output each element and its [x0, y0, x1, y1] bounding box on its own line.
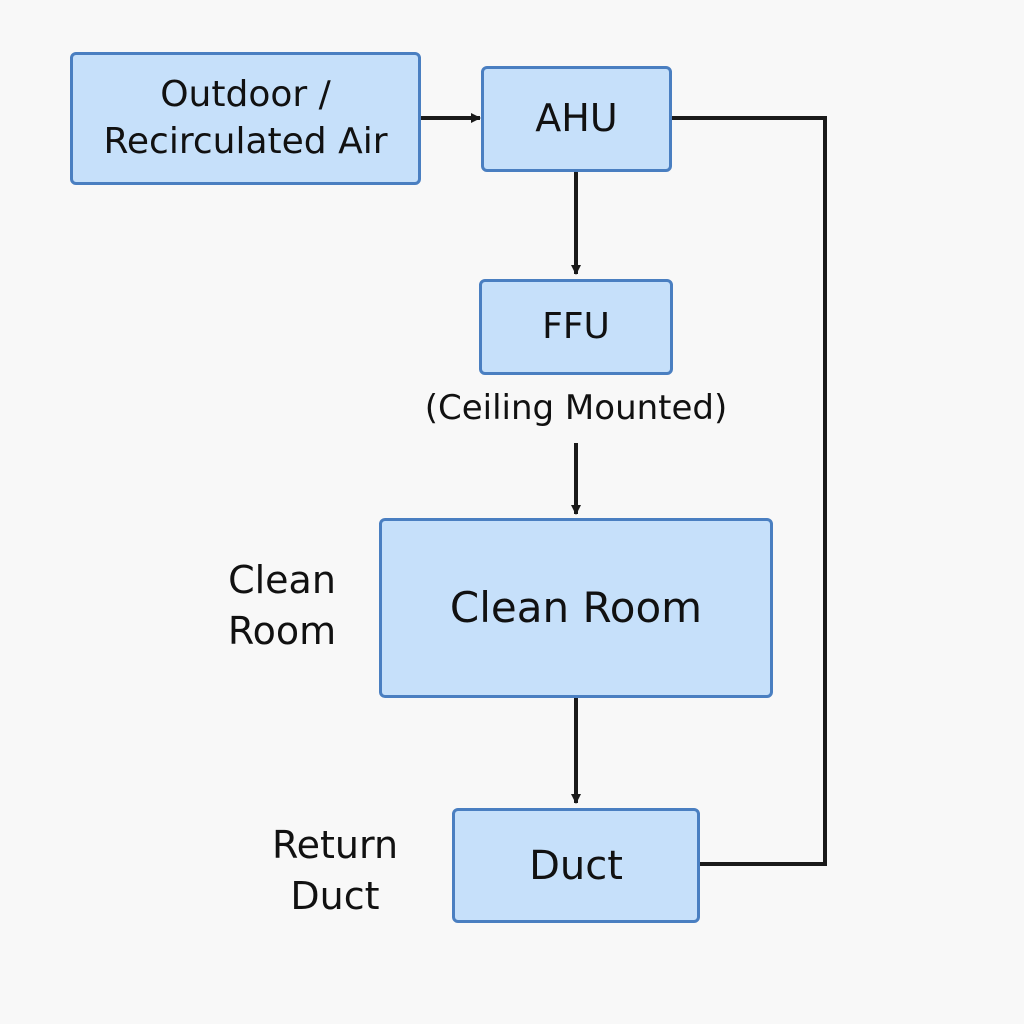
clean-room-side-label: Clean Room	[202, 555, 362, 658]
clean-room-side-line1: Clean	[228, 558, 336, 602]
return-duct-side-line1: Return	[271, 823, 399, 867]
source-air-label-line2: Recirculated Air	[103, 120, 388, 162]
return-duct-side-line2: Duct	[290, 874, 380, 919]
clean-room-side-line2: Room	[227, 609, 337, 654]
clean-room-label: Clean Room	[449, 582, 703, 632]
duct-label: Duct	[529, 842, 623, 889]
ahu-box: AHU	[481, 66, 672, 172]
duct-box: Duct	[452, 808, 700, 923]
return-duct-side-label: Return Duct	[245, 820, 425, 923]
ahu-label: AHU	[535, 96, 618, 141]
ffu-box: FFU	[479, 279, 673, 375]
source-air-box: Outdoor / Recirculated Air	[70, 52, 421, 185]
ffu-label: FFU	[542, 305, 610, 347]
return-loop-duct-to-ahu	[672, 116, 827, 866]
clean-room-box: Clean Room	[379, 518, 773, 698]
source-air-label-line1: Outdoor /	[160, 73, 331, 115]
ffu-mounting-note: (Ceiling Mounted)	[424, 388, 728, 428]
